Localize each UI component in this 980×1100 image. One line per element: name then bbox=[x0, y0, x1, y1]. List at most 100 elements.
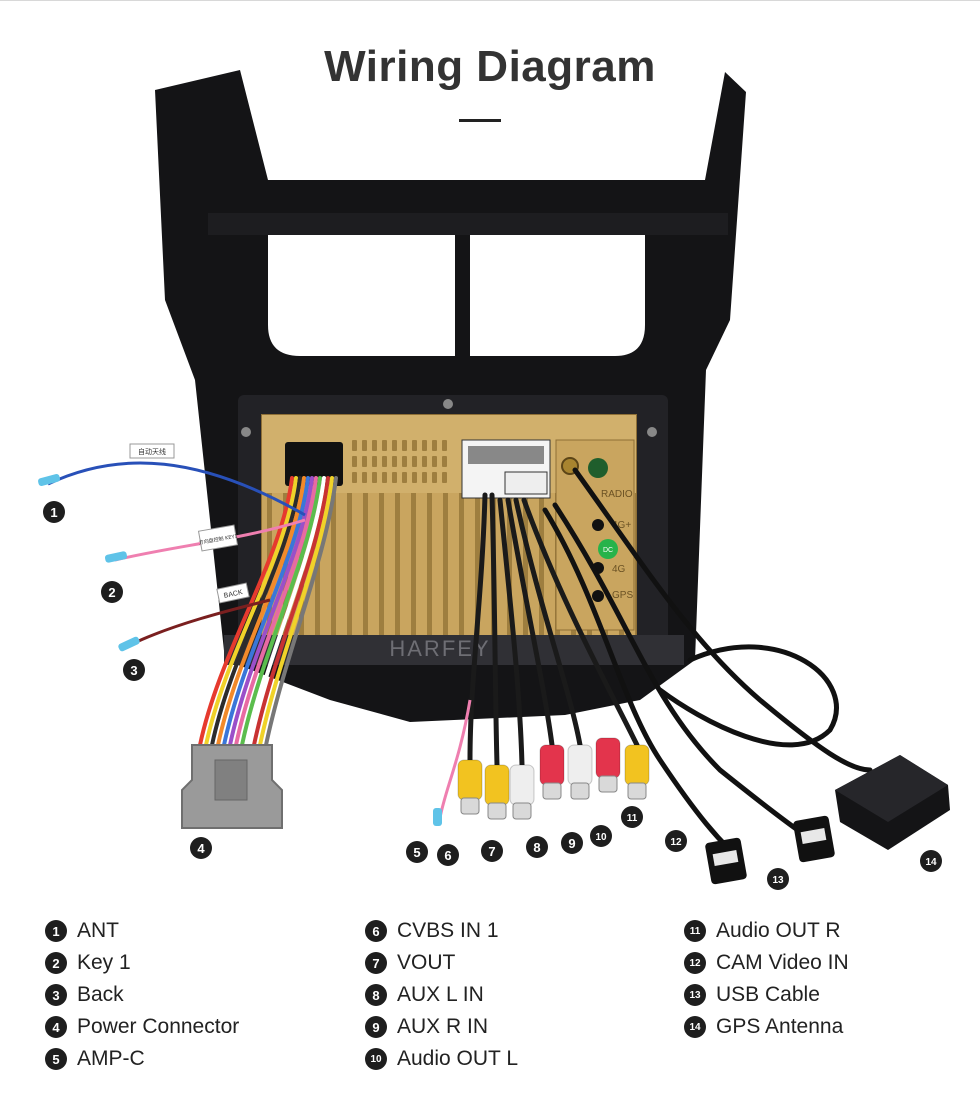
legend-badge: 4 bbox=[45, 1016, 67, 1038]
legend-badge: 7 bbox=[365, 952, 387, 974]
vent-slot bbox=[362, 456, 367, 467]
callout-badge bbox=[920, 850, 942, 872]
legend-item-cam-video-in: 12 CAM Video IN bbox=[684, 947, 849, 979]
tag-back bbox=[216, 582, 250, 604]
rca-plug-tip bbox=[460, 797, 480, 815]
legend-item-audio-out-l: 10 Audio OUT L bbox=[365, 1043, 518, 1075]
callout-number: 12 bbox=[670, 837, 682, 848]
aux-socket bbox=[504, 471, 548, 495]
callout-number: 2 bbox=[108, 585, 115, 600]
vent-slot bbox=[402, 472, 407, 483]
legend-item-ant: 1 ANT bbox=[45, 915, 239, 947]
legend-label: AUX L IN bbox=[397, 983, 484, 1006]
vent-slot bbox=[392, 440, 397, 451]
callout-number: 6 bbox=[444, 848, 451, 863]
rca-plug bbox=[539, 744, 565, 786]
legend-item-aux-l-in: 8 AUX L IN bbox=[365, 979, 518, 1011]
frame-opening-right bbox=[470, 235, 645, 356]
legend-badge: 9 bbox=[365, 1016, 387, 1038]
callout-badge bbox=[43, 501, 65, 523]
vent-slot bbox=[432, 456, 437, 467]
vent-slot bbox=[412, 472, 417, 483]
legend-item-power-connector: 4 Power Connector bbox=[45, 1011, 239, 1043]
callout-number: 1 bbox=[50, 505, 57, 520]
vent-slot bbox=[392, 472, 397, 483]
vent-slot bbox=[372, 472, 377, 483]
tag-ant bbox=[129, 443, 175, 459]
harness-wire bbox=[228, 476, 314, 747]
vent-slot bbox=[442, 472, 447, 483]
rca-plug-tip bbox=[487, 802, 507, 820]
vent-slot bbox=[442, 440, 447, 451]
legend: 1 ANT 2 Key 1 3 Back 4 Power Connector 5… bbox=[0, 915, 980, 1085]
tag-key bbox=[197, 524, 239, 552]
screw-top bbox=[443, 399, 453, 409]
vent-slot bbox=[412, 440, 417, 451]
callout-number: 8 bbox=[533, 840, 540, 855]
vent-slot bbox=[422, 472, 427, 483]
legend-badge: 5 bbox=[45, 1048, 67, 1070]
callout-badge bbox=[190, 837, 212, 859]
vent-slot bbox=[362, 472, 367, 483]
legend-item-back: 3 Back bbox=[45, 979, 239, 1011]
wire-tip-key bbox=[104, 551, 128, 563]
vent-slot bbox=[402, 456, 407, 467]
legend-badge: 14 bbox=[684, 1016, 706, 1038]
harness-wire bbox=[234, 476, 318, 747]
wire-ant bbox=[47, 461, 306, 517]
legend-label: USB Cable bbox=[716, 983, 820, 1006]
callout-badge bbox=[123, 659, 145, 681]
harness-wire bbox=[222, 476, 310, 747]
usb-cables bbox=[542, 467, 873, 853]
radio-label: RADIO bbox=[601, 489, 633, 500]
amp-c-tip bbox=[433, 808, 442, 826]
vent-slot bbox=[422, 440, 427, 451]
wire-amp-c bbox=[438, 699, 472, 819]
power-connector-latch bbox=[214, 759, 248, 801]
vent-slot bbox=[372, 440, 377, 451]
gps-label: GPS bbox=[612, 590, 633, 601]
vent-slot bbox=[402, 440, 407, 451]
callout-badge bbox=[481, 840, 503, 862]
vent-slot bbox=[382, 440, 387, 451]
callout-badge bbox=[621, 806, 643, 828]
gps-antenna-top bbox=[835, 755, 948, 822]
callout-number: 3 bbox=[130, 663, 137, 678]
tag-ant-text: 自动天线 bbox=[138, 447, 166, 456]
dc-sticker bbox=[598, 539, 618, 559]
usb-plug-a-port bbox=[712, 850, 739, 867]
callout-badge bbox=[767, 868, 789, 890]
rca-plug-tip bbox=[512, 802, 532, 820]
wire-tip-ant bbox=[38, 473, 60, 487]
legend-badge: 6 bbox=[365, 920, 387, 942]
legend-item-vout: 7 VOUT bbox=[365, 947, 518, 979]
callout-number: 14 bbox=[925, 857, 937, 868]
usb-plug-b-port bbox=[800, 828, 827, 845]
rca-plug bbox=[595, 737, 621, 779]
frame-opening-left bbox=[268, 235, 455, 356]
callout-badge bbox=[406, 841, 428, 863]
rca-plug bbox=[567, 744, 593, 786]
legend-badge: 2 bbox=[45, 952, 67, 974]
harness-wire bbox=[246, 476, 326, 747]
gps-port-green bbox=[588, 458, 608, 478]
port-gps bbox=[592, 590, 604, 602]
rca-plug-tip bbox=[542, 782, 562, 800]
legend-item-audio-out-r: 11 Audio OUT R bbox=[684, 915, 849, 947]
legend-badge: 3 bbox=[45, 984, 67, 1006]
callout-number: 11 bbox=[627, 813, 638, 824]
tag-back-text: BACK bbox=[223, 589, 243, 600]
dc-sticker-text: DC bbox=[603, 547, 613, 554]
legend-label: CAM Video IN bbox=[716, 951, 849, 974]
video-socket-inner bbox=[468, 446, 544, 464]
vent-slot bbox=[362, 440, 367, 451]
callout-number: 10 bbox=[595, 832, 607, 843]
legend-item-usb-cable: 13 USB Cable bbox=[684, 979, 849, 1011]
harness-wire bbox=[204, 476, 298, 747]
legend-label: Audio OUT R bbox=[716, 919, 841, 942]
vent-slot bbox=[432, 440, 437, 451]
top-divider bbox=[0, 0, 980, 1]
harness-wire bbox=[258, 476, 334, 747]
port-4g-a bbox=[592, 519, 604, 531]
